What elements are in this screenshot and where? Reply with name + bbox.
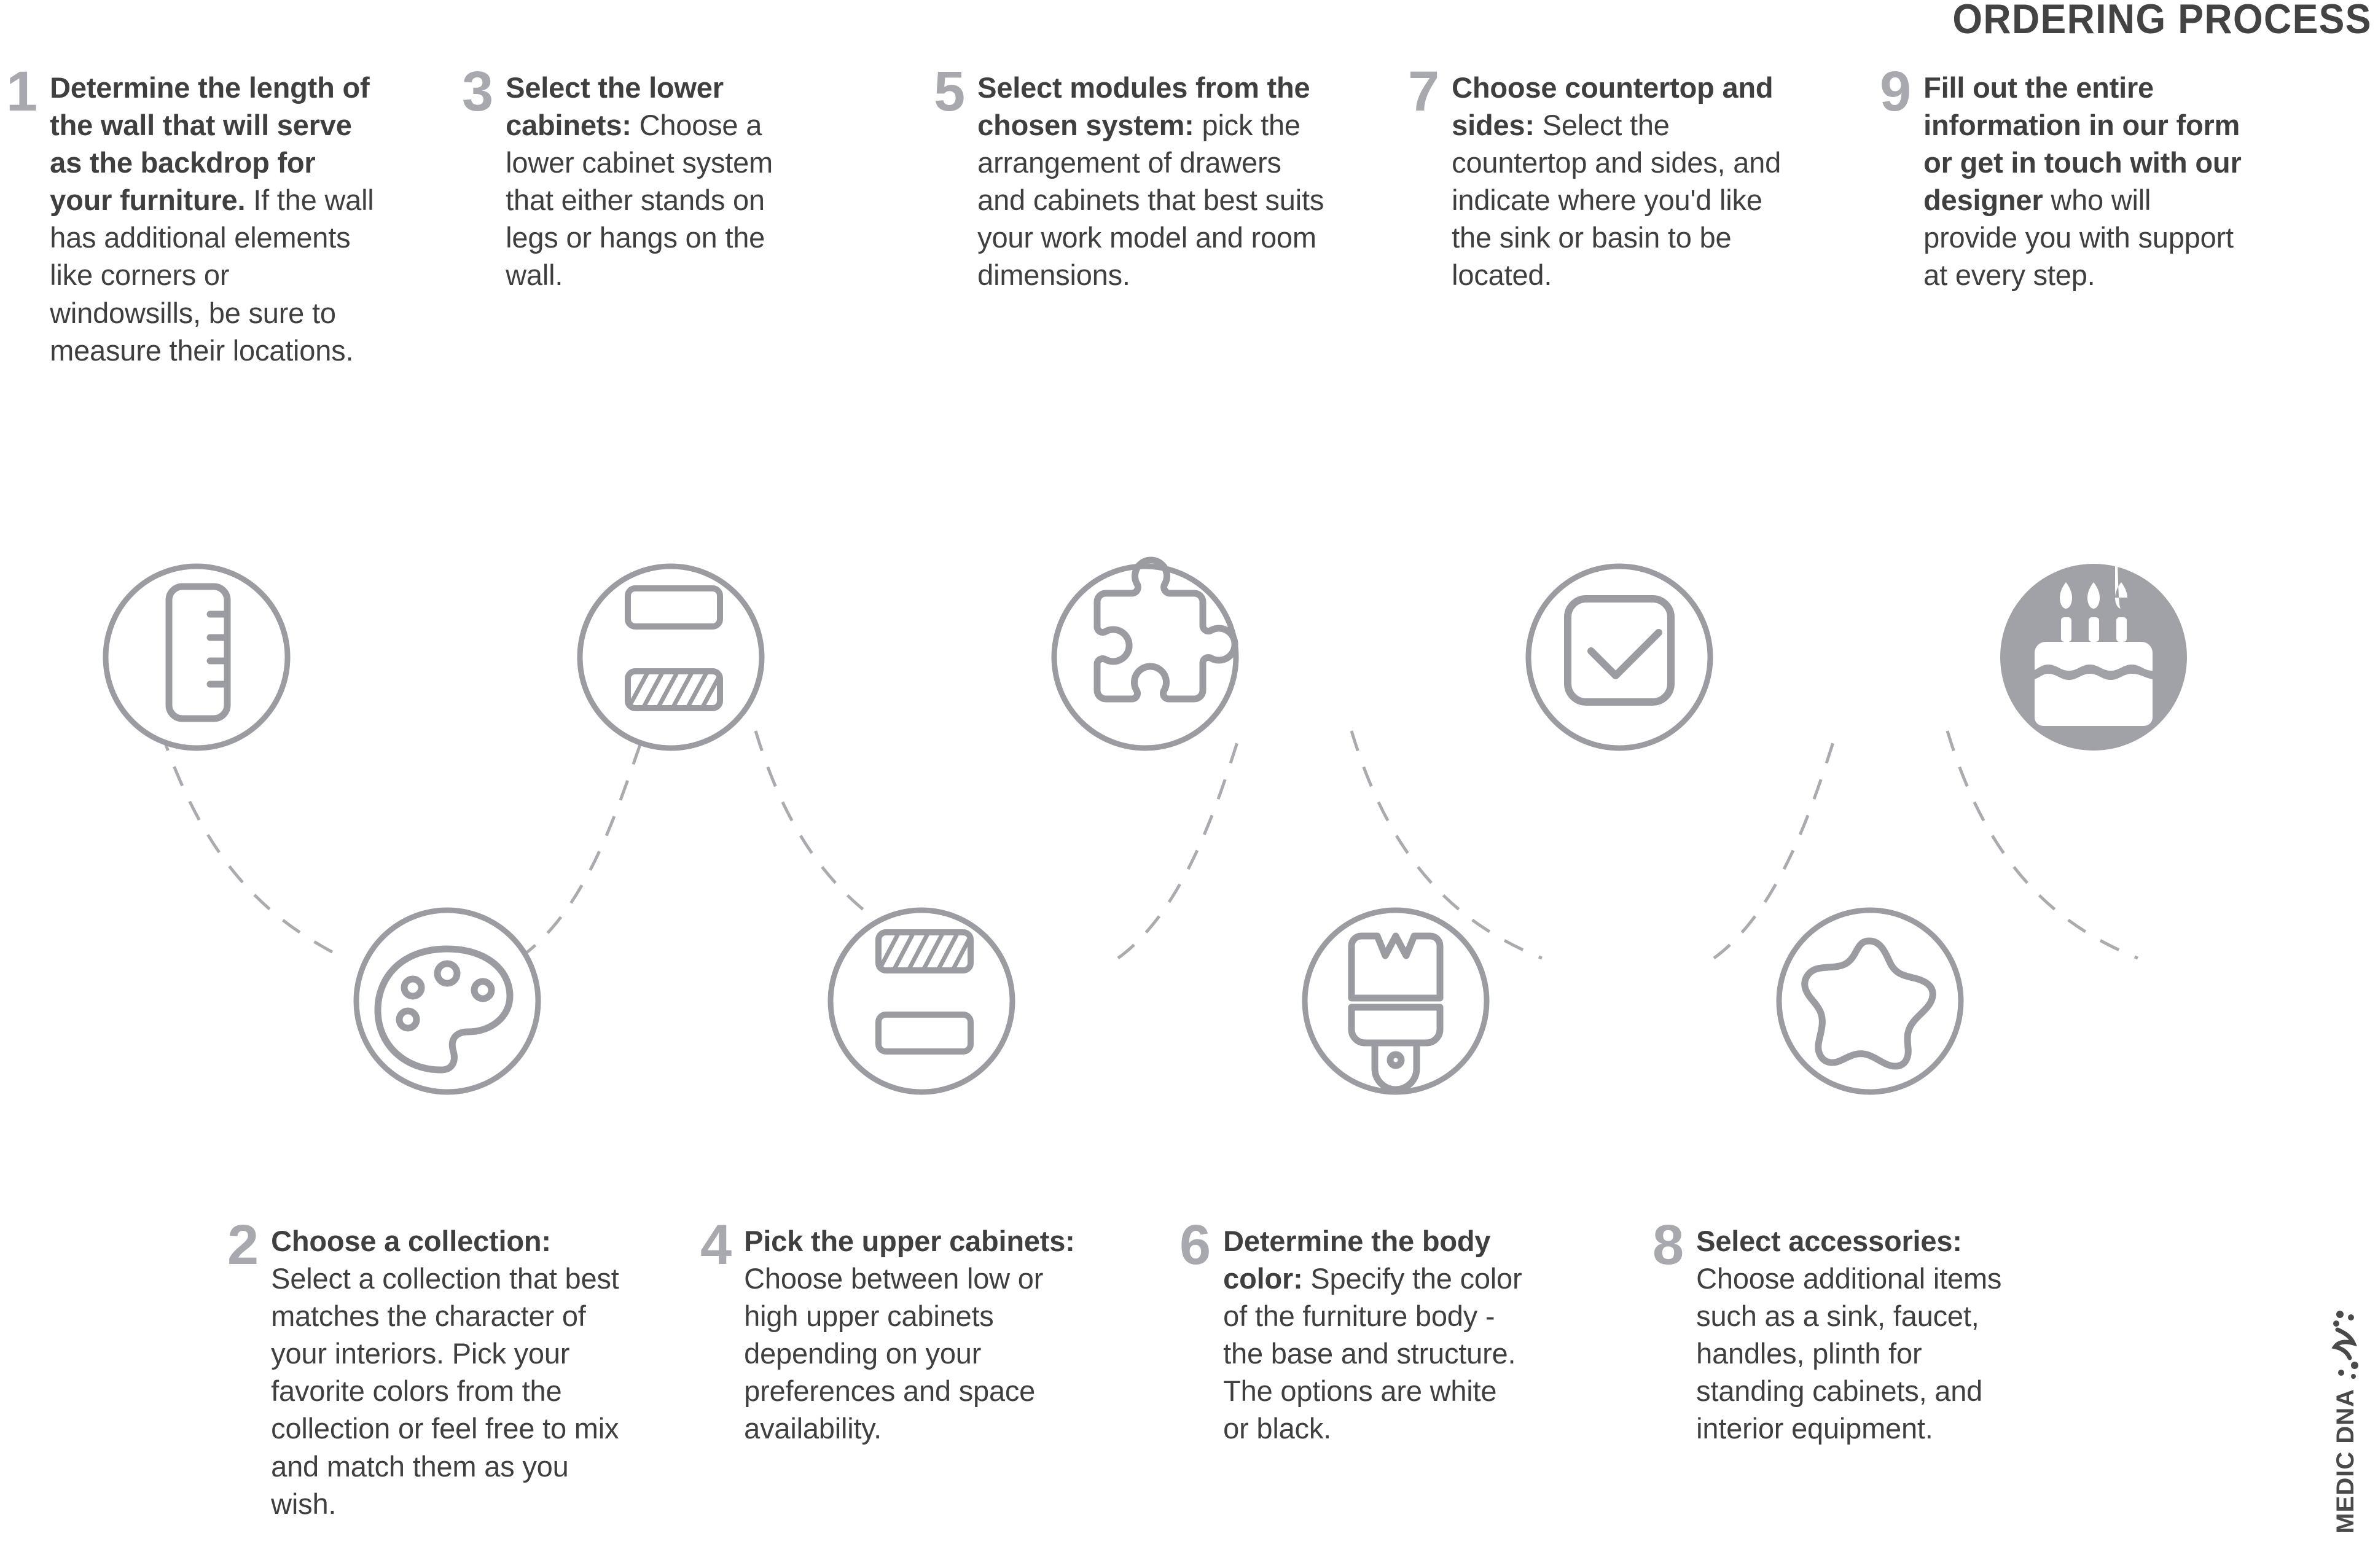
node-lower-cabinets[interactable] <box>577 563 765 751</box>
step-number: 8 <box>1652 1214 1684 1276</box>
step-number: 4 <box>700 1214 732 1276</box>
node-checkbox[interactable] <box>1525 563 1713 751</box>
step-title: Select accessories: <box>1696 1225 1962 1257</box>
node-circle <box>577 563 765 751</box>
ruler-icon <box>165 583 231 722</box>
step-title: Determine the body color: <box>1223 1225 1491 1295</box>
step-body: Select a collection that best matches th… <box>271 1262 619 1520</box>
step-number: 5 <box>934 60 966 123</box>
dna-icon <box>2331 1311 2358 1379</box>
step-description: Select modules from the chosen system: p… <box>977 69 1327 294</box>
node-circle <box>353 907 541 1095</box>
step-3: 3 Select the lower cabinets: Choose a lo… <box>462 60 806 294</box>
step-title: Select the lower cabinets: <box>506 71 724 142</box>
step-number: 3 <box>462 60 494 123</box>
node-palette[interactable] <box>353 907 541 1095</box>
step-body: Choose a lower cabinet system that eithe… <box>506 109 773 292</box>
logo-text: MEDIC DNA <box>2331 1389 2359 1534</box>
step-1: 1 Determine the length of the wall that … <box>6 60 375 369</box>
step-9: 9 Fill out the entire information in our… <box>1880 60 2248 294</box>
step-number: 9 <box>1880 60 1912 123</box>
node-circle-filled <box>2000 564 2187 751</box>
node-star-blob[interactable] <box>1776 907 1964 1095</box>
star-blob-icon <box>1801 937 1936 1070</box>
step-number: 6 <box>1179 1214 1211 1276</box>
step-title: Choose countertop and sides: <box>1452 71 1774 142</box>
step-body: If the wall has additional elements like… <box>50 184 374 367</box>
node-paint-brush[interactable] <box>1302 907 1490 1095</box>
node-puzzle[interactable] <box>1051 556 1239 751</box>
node-upper-cabinets[interactable] <box>827 907 1015 1095</box>
node-circle <box>1776 907 1964 1095</box>
puzzle-piece-icon <box>1093 556 1238 703</box>
step-title: Select modules from the chosen system: <box>977 71 1310 142</box>
connector-paths <box>159 730 2138 960</box>
page-title: ORDERING PROCESS <box>1952 0 2372 42</box>
lower-cabinets-icon <box>625 585 723 711</box>
step-description: Select accessories: Choose additional it… <box>1696 1222 2021 1448</box>
step-body: who will provide you with support at eve… <box>1923 184 2234 292</box>
step-description: Determine the length of the wall that wi… <box>50 69 375 369</box>
step-7: 7 Choose countertop and sides: Select th… <box>1408 60 1783 294</box>
step-description: Choose countertop and sides: Select the … <box>1452 69 1783 294</box>
node-circle <box>1051 563 1239 751</box>
step-body: Select the countertop and sides, and ind… <box>1452 109 1782 292</box>
palette-icon <box>374 945 514 1074</box>
step-description: Select the lower cabinets: Choose a lowe… <box>506 69 806 294</box>
paint-brush-icon <box>1348 932 1444 1093</box>
node-circle <box>827 907 1015 1095</box>
brand-logo[interactable]: MEDIC DNA <box>2324 1309 2367 1534</box>
step-body: Choose between low or high upper cabinet… <box>744 1262 1044 1445</box>
step-body: Choose additional items such as a sink, … <box>1696 1262 2002 1445</box>
step-body: pick the arrangement of drawers and cabi… <box>977 109 1324 292</box>
step-description: Choose a collection: Select a collection… <box>271 1222 620 1523</box>
step-number: 1 <box>6 60 38 123</box>
step-number: 7 <box>1408 60 1440 123</box>
step-4: 4 Pick the upper cabinets: Choose betwee… <box>700 1214 1075 1448</box>
step-body: Specify the color of the furniture body … <box>1223 1262 1522 1445</box>
step-title: Fill out the entire information in our f… <box>1923 71 2242 217</box>
step-title: Pick the upper cabinets: <box>744 1225 1075 1257</box>
step-description: Determine the body color: Specify the co… <box>1223 1222 1523 1448</box>
step-title: Determine the length of the wall that wi… <box>50 71 370 217</box>
node-circle <box>1302 907 1490 1095</box>
step-8: 8 Select accessories: Choose additional … <box>1652 1214 2021 1448</box>
step-5: 5 Select modules from the chosen system:… <box>934 60 1327 294</box>
step-description: Pick the upper cabinets: Choose between … <box>744 1222 1075 1448</box>
step-title: Choose a collection: <box>271 1225 551 1257</box>
step-6: 6 Determine the body color: Specify the … <box>1179 1214 1523 1448</box>
node-circle <box>103 563 291 751</box>
step-number: 2 <box>227 1214 259 1276</box>
checkbox-check-icon <box>1564 595 1675 706</box>
node-ruler[interactable] <box>103 563 291 751</box>
upper-cabinets-icon <box>875 929 974 1055</box>
step-2: 2 Choose a collection: Select a collecti… <box>227 1214 620 1523</box>
step-description: Fill out the entire information in our f… <box>1923 69 2248 294</box>
node-circle <box>1525 563 1713 751</box>
